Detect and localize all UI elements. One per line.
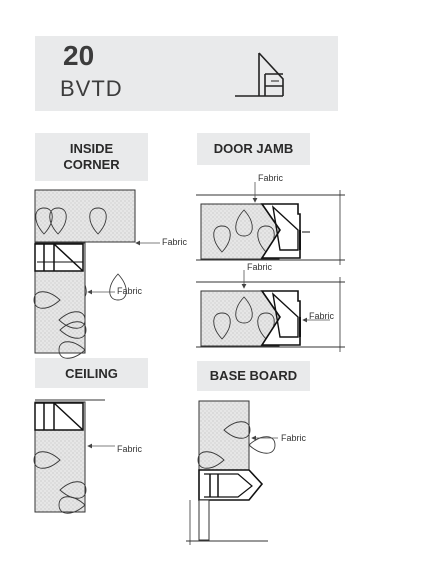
door-jamb-title-box [197,133,310,165]
fabric-label-door-jamb-top: Fabric [258,173,284,183]
door-jamb-title: DOOR JAMB [213,141,294,156]
trim-profile-icon [235,52,284,97]
inside-corner-title-line1: INSIDE [69,141,114,156]
inside-corner-title-line2: CORNER [63,157,120,172]
ceiling-title: CEILING [65,366,118,381]
base-board-title-box [197,361,310,391]
base-board-drawing [186,400,278,545]
door-jamb-bottom-drawing [196,270,345,352]
inside-corner-title-box [35,133,148,181]
ceiling-drawing [33,399,115,514]
product-code: 20 [63,40,95,71]
base-board-title: BASE BOARD [209,368,298,383]
fabric-label-door-jamb-middle: Fabric [247,262,273,272]
fabric-label-door-jamb-right: Fabric [309,311,335,321]
fabric-label-inside-corner-side: Fabric [117,286,143,296]
product-header [35,36,338,111]
fabric-label-inside-corner-top: Fabric [162,237,188,247]
product-name: BVTD [60,76,123,101]
fabric-label-base-board: Fabric [281,433,307,443]
inside-corner-drawing [33,189,160,359]
fabric-label-ceiling: Fabric [117,444,143,454]
door-jamb-top-drawing [196,182,345,265]
inside-corner-title: INSIDE CORNER [35,141,148,173]
ceiling-title-box [35,358,148,388]
